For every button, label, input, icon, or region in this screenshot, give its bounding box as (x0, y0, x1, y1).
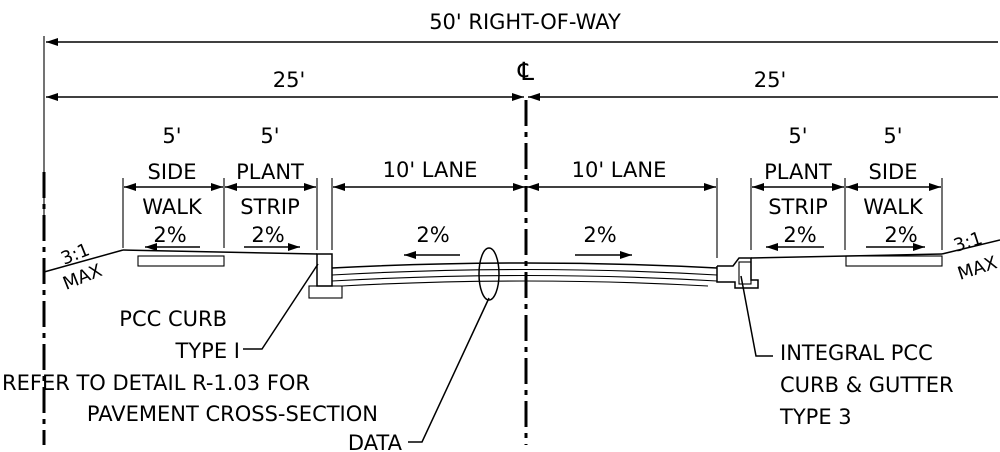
centerline-symbol: ℄ (517, 57, 534, 86)
left-sidewalk-slope: 2% (153, 223, 186, 247)
right-curb-body (738, 261, 752, 285)
left-sidewalk-label-1: SIDE (148, 160, 197, 184)
right-sidewalk-slope: 2% (884, 223, 917, 247)
pcc-curb-leader (243, 263, 319, 350)
left-lane-slope: 2% (416, 223, 449, 247)
right-slope-ratio: 3:1 (951, 228, 985, 257)
left-sidewalk-width: 5' (162, 124, 181, 148)
right-curb-and-gutter (716, 264, 759, 289)
half-right-label: 25' (754, 68, 787, 92)
right-side-slope-line (941, 239, 1000, 255)
refer-note-3: DATA (348, 431, 403, 452)
right-lane-slope: 2% (583, 223, 616, 247)
right-slope-max: MAX (955, 252, 1000, 284)
right-plant-label-1: PLANT (764, 160, 832, 184)
left-sidewalk-slab (137, 255, 225, 267)
integral-note-1: INTEGRAL PCC (780, 341, 933, 365)
pavement-top (331, 262, 718, 269)
refer-note-1: REFER TO DETAIL R-1.03 FOR (2, 371, 310, 395)
pavement-layer-1 (331, 268, 718, 276)
centerline: ℄ (517, 57, 534, 445)
right-sidewalk-slab (845, 255, 943, 267)
right-sidewalk-label-2: WALK (863, 195, 924, 219)
refer-note-2: PAVEMENT CROSS-SECTION (87, 402, 378, 426)
integral-curb-leader (740, 275, 773, 357)
left-plant-width: 5' (260, 124, 279, 148)
right-element-dimensions: 10' LANE 2% 5' PLANT STRIP 2% 5' SIDE WA… (527, 124, 943, 259)
right-lane-label: 10' LANE (572, 158, 667, 182)
right-plant-label-2: STRIP (768, 195, 828, 219)
notes: PCC CURB TYPE I REFER TO DETAIL R-1.03 F… (2, 307, 954, 452)
pavement-layer-2 (331, 274, 718, 282)
right-plant-width: 5' (788, 124, 807, 148)
half-width-dimensions: 25' 25' (46, 68, 998, 101)
left-curb (316, 253, 333, 287)
integral-note-3: TYPE 3 (779, 405, 852, 429)
half-left-label: 25' (273, 68, 306, 92)
left-plant-label-1: PLANT (236, 160, 304, 184)
row-dimension: 50' RIGHT-OF-WAY (43, 10, 998, 225)
pcc-curb-note-2: TYPE I (175, 339, 240, 363)
left-plant-slope: 2% (251, 223, 284, 247)
integral-note-2: CURB & GUTTER (780, 373, 954, 397)
left-lane-label: 10' LANE (383, 158, 478, 182)
left-sidewalk-label-2: WALK (142, 195, 203, 219)
left-element-dimensions: 5' SIDE WALK 2% 5' PLANT STRIP 2% 10' LA… (122, 124, 525, 259)
left-side-slope-line (43, 249, 124, 273)
left-curb-base (308, 285, 343, 299)
right-gutter (717, 257, 752, 267)
left-plant-label-2: STRIP (240, 195, 300, 219)
callout-leaders (243, 263, 773, 443)
row-width-label: 50' RIGHT-OF-WAY (429, 10, 621, 34)
right-sidewalk-label-1: SIDE (869, 160, 918, 184)
pavement-data-leader (408, 297, 490, 443)
right-plant-slope: 2% (783, 223, 816, 247)
left-surface-line (122, 249, 318, 255)
section-profile: 3:1 MAX 3:1 MAX (43, 228, 1000, 301)
pavement-base (341, 280, 709, 287)
pcc-curb-note-1: PCC CURB (119, 307, 227, 331)
pavement-callout-ellipse (478, 247, 500, 301)
right-sidewalk-width: 5' (883, 124, 902, 148)
